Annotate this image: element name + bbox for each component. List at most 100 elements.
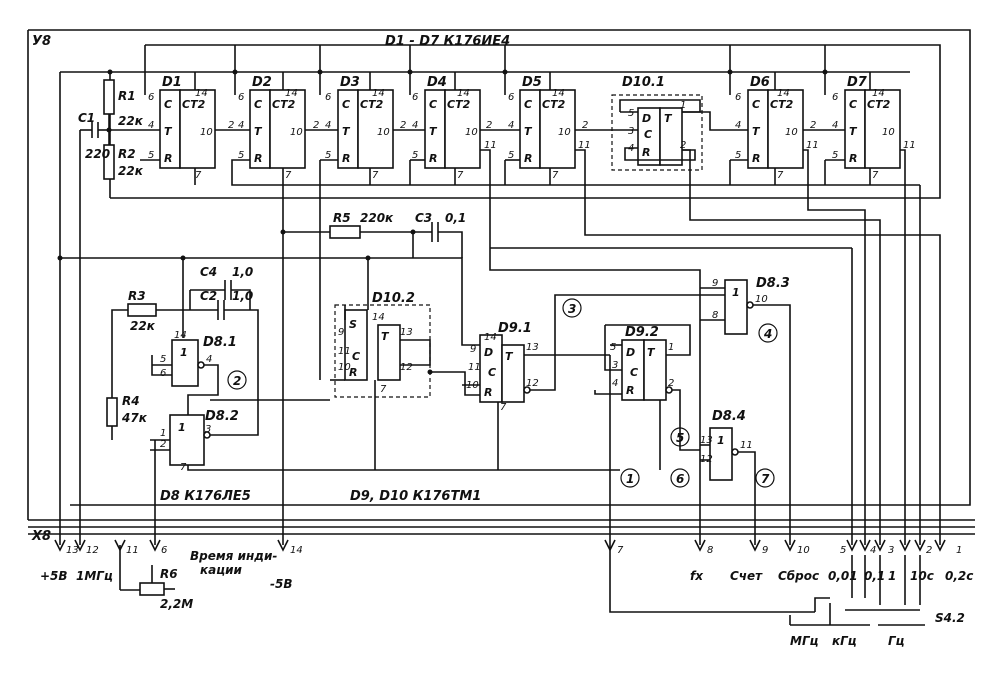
svg-text:3: 3	[205, 424, 211, 435]
r3-name: R3	[128, 289, 146, 303]
svg-text:2: 2	[400, 120, 406, 131]
svg-text:10: 10	[755, 294, 768, 305]
chip-d7-body	[864, 89, 901, 169]
svg-text:C: C	[352, 350, 360, 363]
svg-text:R: R	[164, 152, 172, 165]
svg-text:10: 10	[290, 127, 303, 138]
svg-text:7: 7	[552, 170, 559, 181]
svg-text:7: 7	[180, 462, 187, 473]
svg-text:R: R	[642, 146, 650, 159]
svg-text:4: 4	[735, 120, 741, 131]
chip-d84-label: D8.4	[712, 409, 746, 424]
svg-text:T: T	[524, 125, 533, 138]
svg-text:6: 6	[238, 92, 244, 103]
header-logic: D8 К176ЛЕ5	[160, 489, 251, 504]
conn-pin-10: 10	[797, 545, 810, 556]
marker-7: 7	[761, 472, 770, 486]
chip-d7-type: CT2	[867, 98, 891, 111]
svg-text:3: 3	[628, 126, 634, 137]
svg-text:9: 9	[470, 344, 476, 355]
svg-text:4: 4	[206, 354, 212, 365]
svg-text:14: 14	[457, 88, 470, 99]
chip-d84-type: 1	[717, 434, 725, 447]
svg-text:1: 1	[680, 100, 686, 111]
svg-text:10: 10	[466, 380, 479, 391]
svg-text:6: 6	[412, 92, 418, 103]
svg-text:10: 10	[558, 127, 571, 138]
svg-text:4: 4	[238, 120, 244, 131]
svg-text:4: 4	[325, 120, 331, 131]
svg-text:11: 11	[740, 440, 753, 451]
marker-1: 1	[626, 472, 634, 486]
svg-text:4: 4	[412, 120, 418, 131]
chip-d7-label: D7	[847, 75, 868, 90]
signal-10s: 10с	[910, 569, 934, 583]
r4-name: R4	[122, 394, 140, 408]
marker-2: 2	[233, 374, 241, 388]
svg-text:7: 7	[195, 170, 202, 181]
chip-d92-label: D9.2	[625, 325, 659, 340]
chip-d5-type: CT2	[542, 98, 566, 111]
svg-text:D: D	[484, 346, 493, 359]
c4-value: 1,0	[232, 265, 253, 279]
svg-text:2: 2	[582, 120, 588, 131]
svg-text:S: S	[349, 318, 357, 331]
generator-section	[57, 255, 620, 596]
svg-text:2: 2	[668, 378, 674, 389]
chip-d3-label: D3	[340, 75, 360, 90]
chip-d4-label: D4	[427, 75, 447, 90]
svg-text:R: R	[849, 152, 857, 165]
chip-d5-body	[539, 89, 576, 169]
svg-text:6: 6	[148, 92, 154, 103]
svg-text:R: R	[342, 152, 350, 165]
conn-pin-6: 6	[161, 545, 167, 556]
input-network	[79, 79, 160, 545]
chip-d83-type: 1	[732, 286, 740, 299]
svg-text:5: 5	[508, 150, 514, 161]
svg-text:C: C	[849, 98, 857, 111]
svg-text:5: 5	[412, 150, 418, 161]
c1-name: C1	[78, 111, 95, 125]
svg-text:14: 14	[372, 88, 385, 99]
signal-fx: fх	[690, 569, 704, 583]
svg-text:2: 2	[313, 120, 319, 131]
resistor-r3	[127, 303, 157, 317]
c2-name: C2	[200, 289, 217, 303]
conn-pin-3: 3	[888, 545, 894, 556]
svg-text:C: C	[630, 366, 638, 379]
svg-text:14: 14	[372, 312, 385, 323]
svg-text:7: 7	[372, 170, 379, 181]
chip-d5-label: D5	[522, 75, 542, 90]
resistor-r6	[139, 582, 165, 596]
header-flipflops: D9, D10 К176ТМ1	[350, 489, 481, 504]
svg-text:10: 10	[882, 127, 895, 138]
signal-indication-2: кации	[200, 563, 243, 577]
signal-minus5v: -5В	[270, 577, 292, 591]
svg-text:C: C	[164, 98, 172, 111]
svg-text:14: 14	[195, 88, 208, 99]
svg-text:6: 6	[508, 92, 514, 103]
chip-d101-label: D10.1	[622, 75, 665, 90]
svg-text:C: C	[488, 366, 496, 379]
svg-text:10: 10	[377, 127, 390, 138]
r3-value: 22к	[130, 319, 156, 333]
signal-1mhz: 1МГц	[76, 569, 113, 583]
svg-text:10: 10	[785, 127, 798, 138]
svg-text:2: 2	[680, 140, 686, 151]
svg-text:5: 5	[628, 108, 634, 119]
svg-text:12: 12	[400, 362, 413, 373]
conn-pin-1: 1	[956, 545, 962, 556]
chip-d82-label: D8.2	[205, 409, 239, 424]
svg-text:T: T	[164, 125, 173, 138]
svg-text:R: R	[524, 152, 532, 165]
svg-text:8: 8	[712, 310, 718, 321]
c3-value: 0,1	[445, 211, 466, 225]
svg-text:C: C	[752, 98, 760, 111]
resistor-r5	[329, 225, 361, 239]
svg-text:14: 14	[872, 88, 885, 99]
signal-reset: Сброс	[778, 569, 819, 583]
signal-1: 1	[888, 569, 896, 583]
svg-text:2: 2	[810, 120, 816, 131]
svg-text:2: 2	[160, 439, 166, 450]
